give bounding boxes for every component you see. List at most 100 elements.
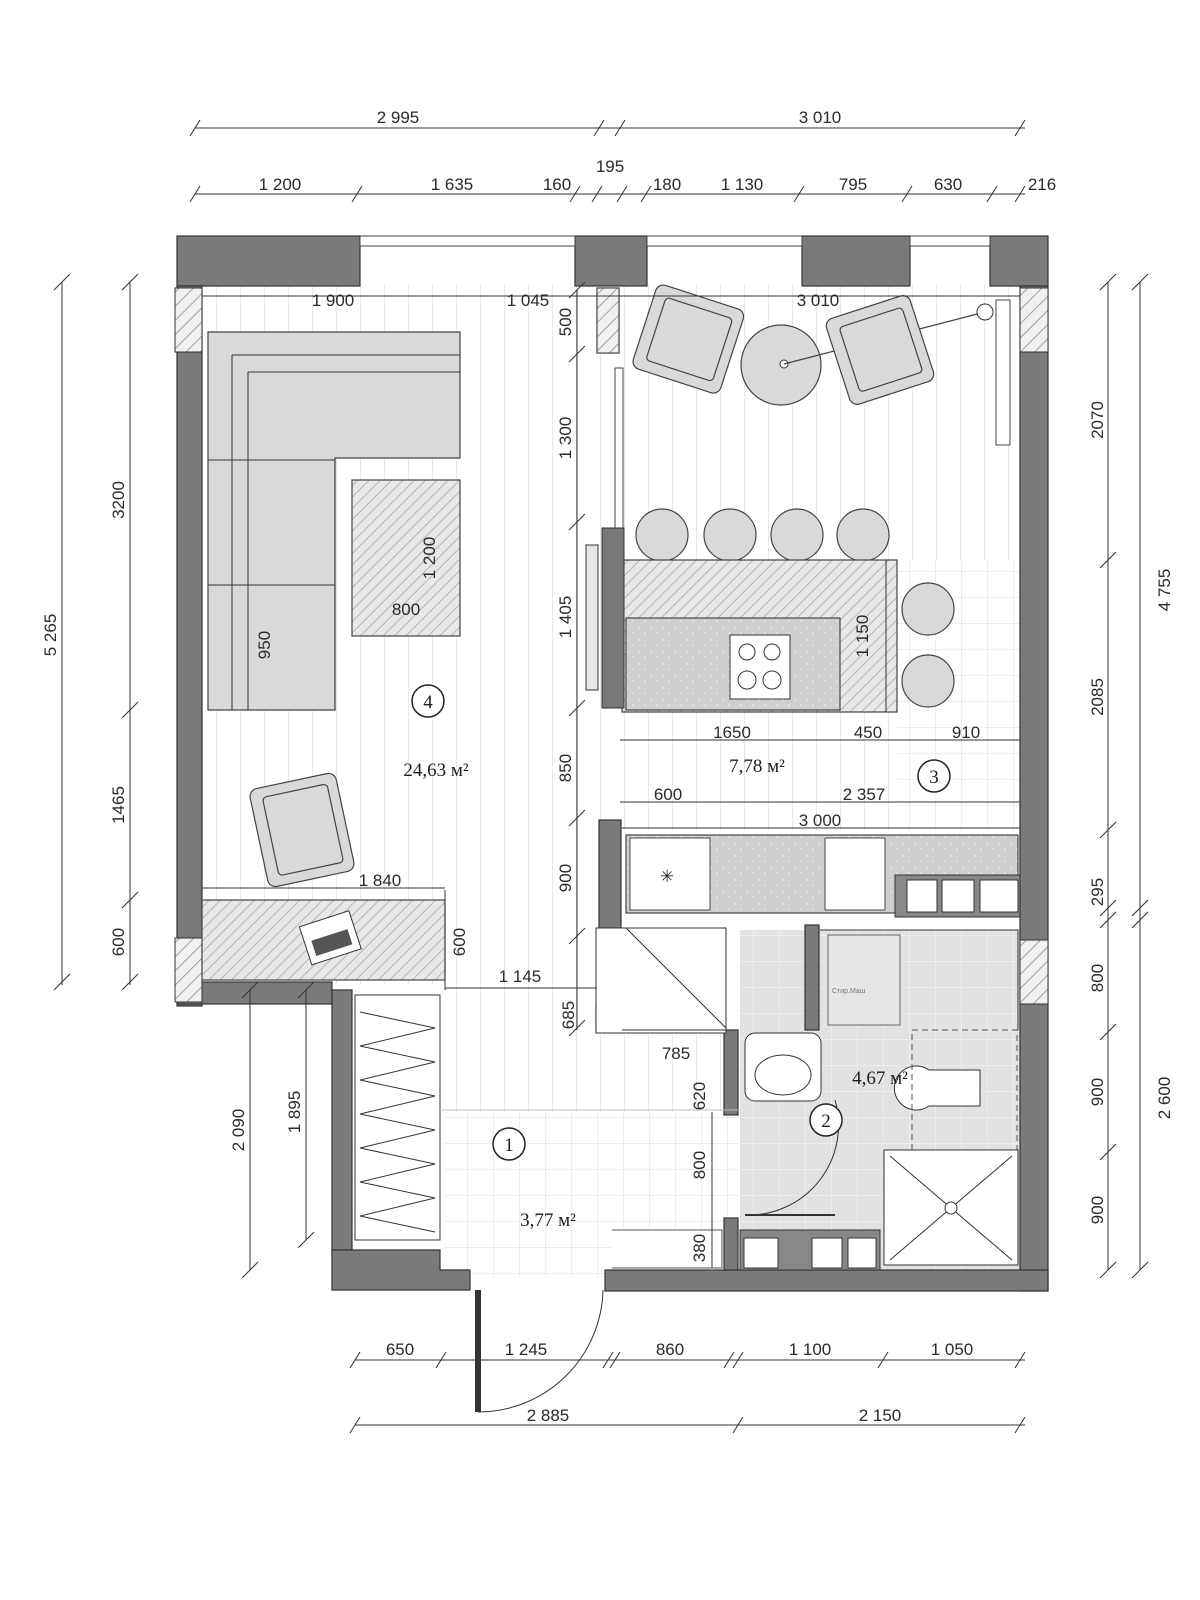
room-2-number: 2 — [821, 1111, 831, 1132]
dim-1900: 1 900 — [312, 291, 355, 310]
dim-950: 950 — [255, 631, 274, 659]
dim-right-inner-5: 900 — [1088, 1078, 1107, 1106]
bathroom-fixtures — [744, 929, 1019, 1266]
wall-brick-1 — [174, 287, 203, 353]
window-1 — [359, 235, 576, 247]
dim-1300: 1 300 — [556, 417, 575, 460]
wall-brick-5 — [1019, 287, 1049, 353]
dimension-lines — [53, 119, 1149, 1434]
wall-bottom-right — [604, 1269, 1049, 1292]
kitchen-furniture: ✳ — [585, 284, 1021, 918]
dim-bottom-inner-2: 1 245 — [505, 1340, 548, 1359]
wall-bath-closet — [804, 924, 820, 1031]
dim-900: 900 — [556, 864, 575, 892]
dim-1840: 1 840 — [359, 871, 402, 890]
wall-brick-2 — [174, 937, 203, 1003]
shoe-cabinet — [612, 1229, 723, 1269]
dim-785: 785 — [662, 1044, 690, 1063]
dim-bottom-inner-1: 650 — [386, 1340, 414, 1359]
dim-right-inner-2: 2085 — [1088, 678, 1107, 716]
closet — [595, 927, 727, 1034]
dim-right-outer-2: 2 600 — [1155, 1077, 1174, 1120]
dim-500: 500 — [556, 308, 575, 336]
toilet — [893, 1065, 981, 1111]
room-3-marker — [917, 759, 951, 793]
room-3-area: 7,78 м² — [729, 756, 785, 777]
pendant-lamp-icon — [976, 303, 994, 321]
wall-top-middle — [574, 235, 648, 287]
dim-top-inner-9: 216 — [1028, 175, 1056, 194]
bar-stool-6 — [901, 654, 955, 708]
dishwasher — [824, 837, 886, 911]
coffee-table — [351, 479, 461, 637]
drain-icon — [944, 1201, 958, 1215]
wardrobe-hangers — [359, 1011, 436, 1233]
dim-right-inner-4: 800 — [1088, 964, 1107, 992]
hall-furniture: Стир.Маш — [354, 927, 901, 1271]
bar-stool-3 — [770, 508, 824, 562]
dim-380: 380 — [690, 1234, 709, 1262]
dim-620: 620 — [690, 1082, 709, 1110]
dim-right-inner-3: 295 — [1088, 878, 1107, 906]
dim-top-inner-1: 1 200 — [259, 175, 302, 194]
fridge-star-icon: ✳ — [660, 867, 674, 886]
dim-top-inner-2: 1 635 — [431, 175, 474, 194]
entrance-door — [475, 1289, 604, 1413]
room-4-area: 24,63 м² — [403, 760, 469, 781]
room-labels: 1 3,77 м² 2 4,67 м² 3 7,78 м² 4 24,63 м² — [403, 684, 951, 1231]
washing-machine — [827, 934, 901, 1026]
dim-top-inner-8: 630 — [934, 175, 962, 194]
wall-top-left — [176, 235, 361, 287]
dim-left-lower-1: 2 090 — [229, 1109, 248, 1152]
wall-hall-left — [331, 989, 353, 1256]
bar-stool-1 — [635, 508, 689, 562]
dim-top-inner-3: 160 — [543, 175, 571, 194]
dim-800: 800 — [392, 600, 420, 619]
room-1-number: 1 — [504, 1135, 514, 1156]
bar-stool-5 — [901, 582, 955, 636]
dim-top-inner-5: 180 — [653, 175, 681, 194]
windows — [359, 235, 991, 247]
dim-600-horizontal: 600 — [654, 785, 682, 804]
fridge — [629, 837, 711, 911]
room-4-number: 4 — [423, 692, 433, 713]
wall-hall-bottom-left — [331, 1249, 471, 1291]
dim-450: 450 — [854, 723, 882, 742]
wall-top-right — [989, 235, 1049, 287]
dim-top-inner-4: 195 — [596, 157, 624, 176]
wall-partition-kitchen — [598, 819, 622, 941]
dim-right-inner-1: 2070 — [1088, 401, 1107, 439]
wall-bath-left-low — [723, 1217, 739, 1271]
dim-850: 850 — [556, 754, 575, 782]
dim-1200: 1 200 — [420, 537, 439, 580]
dim-910: 910 — [952, 723, 980, 742]
cooktop-icon — [729, 634, 791, 700]
wall-brick-6 — [1019, 939, 1049, 1005]
dim-bottom-inner-4: 1 100 — [789, 1340, 832, 1359]
dim-bottom-outer-1: 2 885 — [527, 1406, 570, 1425]
dim-2357: 2 357 — [843, 785, 886, 804]
dim-top-outer-1: 2 995 — [377, 108, 420, 127]
sofa-cushion-lines — [208, 354, 460, 710]
dim-3010: 3 010 — [797, 291, 840, 310]
dim-1145: 1 145 — [499, 967, 542, 986]
dim-1405: 1 405 — [556, 596, 575, 639]
dimension-texts: 2 995 3 010 1 200 1 635 160 195 180 1 13… — [41, 108, 1174, 1425]
dim-left-lower-2: 1 895 — [285, 1091, 304, 1134]
bar-stool-2 — [703, 508, 757, 562]
dim-bottom-inner-3: 860 — [656, 1340, 684, 1359]
dim-left-inner-1: 3200 — [109, 481, 128, 519]
wardrobe — [354, 994, 441, 1241]
dim-3000: 3 000 — [799, 811, 842, 830]
tv-panel — [601, 527, 625, 709]
dim-bottom-outer-2: 2 150 — [859, 1406, 902, 1425]
dim-1650: 1650 — [713, 723, 751, 742]
room-1-area: 3,77 м² — [520, 1210, 576, 1231]
dim-top-outer-2: 3 010 — [799, 108, 842, 127]
room-4-marker — [411, 684, 445, 718]
room-3-number: 3 — [929, 767, 939, 788]
radiator — [995, 299, 1011, 446]
room-2-marker — [809, 1103, 843, 1137]
dim-top-inner-7: 795 — [839, 175, 867, 194]
room-1-marker — [492, 1127, 526, 1161]
